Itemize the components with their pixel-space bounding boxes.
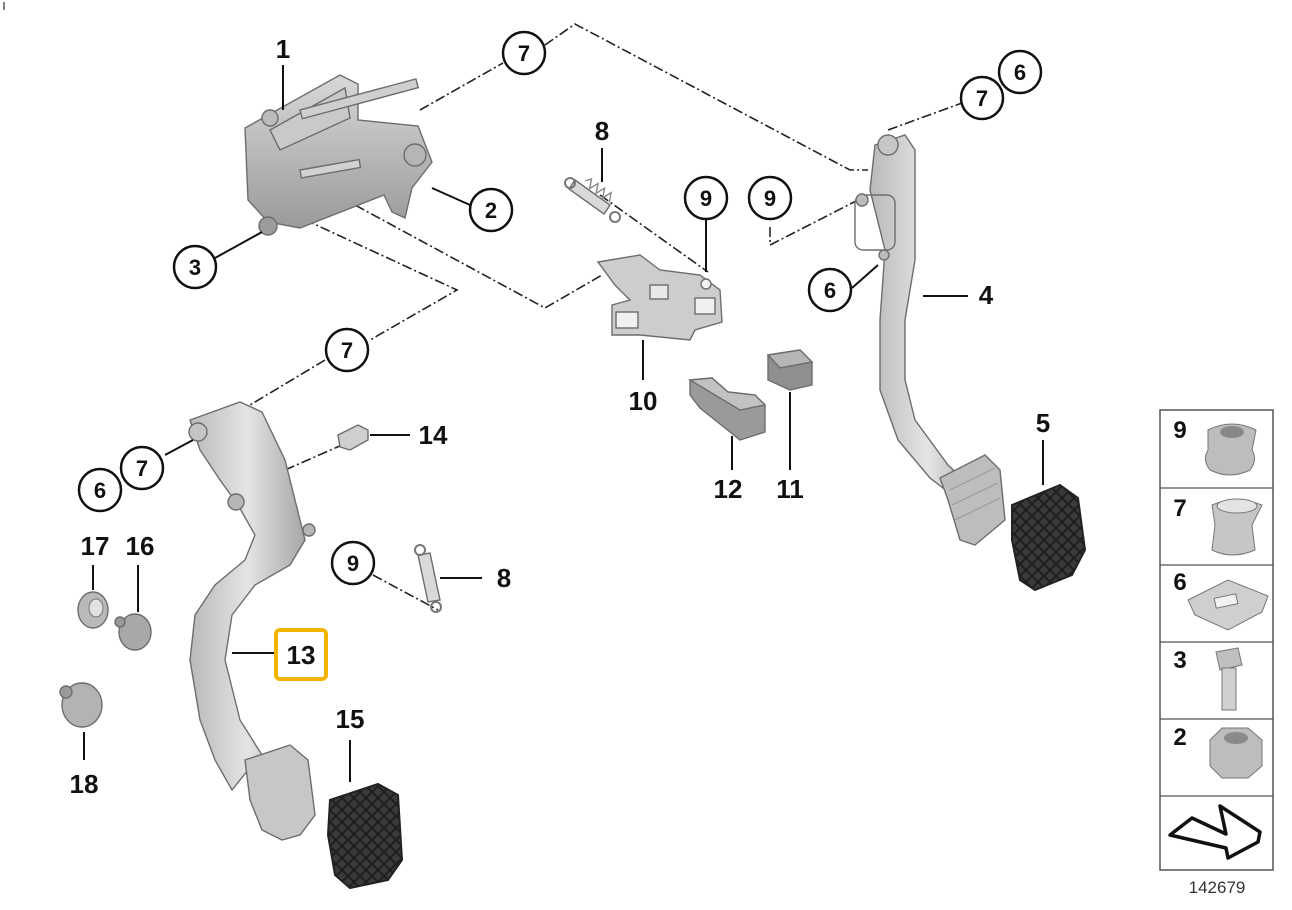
diagram-reference-number: 142679 [1189,878,1246,897]
callout-12: 12 [714,474,743,504]
callout-10: 10 [629,386,658,416]
part-return-spring-bottom [415,545,441,612]
svg-text:9: 9 [764,186,776,211]
part-stop-18 [60,683,102,727]
svg-text:2: 2 [1173,724,1186,751]
svg-text:6: 6 [824,278,836,303]
svg-text:9: 9 [700,186,712,211]
callout-6-top: 6 [999,51,1041,93]
svg-text:7: 7 [518,41,530,66]
callout-16: 16 [126,531,155,561]
callout-18: 18 [70,769,99,799]
svg-text:9: 9 [347,551,359,576]
parts-legend: 9 7 6 3 2 [1160,410,1273,870]
svg-text:6: 6 [1173,569,1186,596]
part-clip-16 [115,614,151,650]
svg-text:13: 13 [287,640,316,670]
callout-5: 5 [1036,408,1050,438]
callout-8-bottom: 8 [497,563,511,593]
callout-9-top: 9 [685,177,727,219]
part-clutch-pedal [855,135,1005,545]
svg-text:3: 3 [189,255,201,280]
callout-8-top: 8 [595,116,609,146]
callout-11: 11 [776,474,804,504]
callout-9-right: 9 [749,177,791,219]
part-pedal-pad-15 [328,784,402,888]
part-return-spring-top [565,177,620,222]
callout-7-middle: 7 [326,329,368,371]
svg-text:7: 7 [341,338,353,363]
part-brake-pedal [189,402,315,840]
part-switch-12 [690,378,765,440]
callout-7-top: 7 [503,32,545,74]
callout-17: 17 [81,531,110,561]
callout-9-bottom: 9 [332,542,374,584]
svg-text:7: 7 [1173,495,1186,522]
part-pedal-pad-5 [1012,485,1085,590]
svg-text:7: 7 [136,456,148,481]
part-pedal-bracket [245,75,432,235]
callout-7-right: 7 [961,77,1003,119]
svg-text:2: 2 [485,198,497,223]
svg-text:6: 6 [1014,60,1026,85]
svg-text:7: 7 [976,86,988,111]
callout-14: 14 [419,420,448,450]
callout-7-left: 7 [121,447,163,489]
callout-4: 4 [979,280,994,310]
callout-15: 15 [336,704,365,734]
svg-text:6: 6 [94,478,106,503]
callout-1: 1 [276,34,290,64]
part-pin-14 [338,425,368,450]
callout-3: 3 [174,246,216,288]
part-stop-17 [78,592,108,628]
svg-text:9: 9 [1173,417,1186,444]
callout-2: 2 [470,189,512,231]
callout-6-left: 6 [79,469,121,511]
callout-6-right: 6 [809,269,851,311]
svg-text:3: 3 [1173,647,1186,674]
callout-13-highlighted: 13 [276,630,326,679]
part-switch-11 [768,350,812,390]
